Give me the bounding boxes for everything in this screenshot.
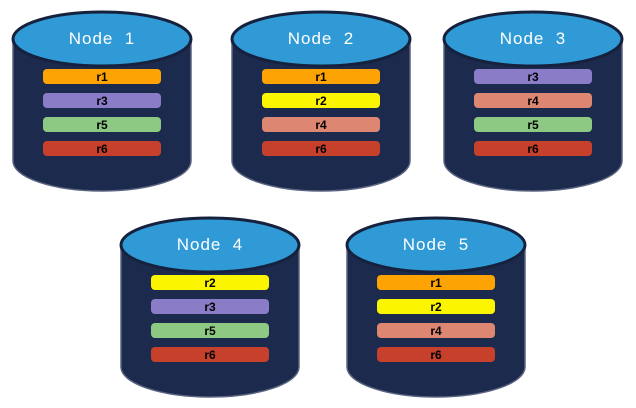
replica-list: r1 r2 r4 r6 [262, 69, 380, 165]
replica-label: r5 [96, 117, 108, 132]
database-node: Node 3 r3 r4 r5 r6 [441, 8, 625, 196]
replica-bar: r3 [474, 69, 592, 84]
replica-bar: r1 [377, 275, 495, 290]
replica-bar: r6 [43, 141, 161, 156]
replica-bar: r4 [262, 117, 380, 132]
replica-bar: r5 [151, 323, 269, 338]
replica-bar: r3 [43, 93, 161, 108]
replica-bar: r6 [151, 347, 269, 362]
replica-bar: r4 [377, 323, 495, 338]
replica-label: r3 [527, 69, 539, 84]
replica-label: r6 [527, 141, 539, 156]
replica-label: r1 [315, 69, 327, 84]
replica-label: r6 [430, 347, 442, 362]
replica-label: r1 [96, 69, 108, 84]
replica-label: r6 [204, 347, 216, 362]
replica-bar: r5 [474, 117, 592, 132]
replica-label: r6 [96, 141, 108, 156]
replica-bar: r6 [377, 347, 495, 362]
replica-bar: r6 [262, 141, 380, 156]
node-title: Node 2 [287, 29, 355, 48]
replica-bar: r2 [151, 275, 269, 290]
replica-bar: r1 [43, 69, 161, 84]
replica-bar: r1 [262, 69, 380, 84]
node-title: Node 1 [68, 29, 136, 48]
replica-bar: r2 [377, 299, 495, 314]
replica-label: r2 [204, 275, 216, 290]
replica-bar: r5 [43, 117, 161, 132]
replica-label: r6 [315, 141, 327, 156]
replica-list: r1 r3 r5 r6 [43, 69, 161, 165]
replica-label: r4 [315, 117, 327, 132]
replica-label: r3 [204, 299, 216, 314]
replica-list: r1 r2 r4 r6 [377, 275, 495, 371]
node-title: Node 5 [402, 235, 470, 254]
replica-label: r2 [430, 299, 442, 314]
database-node: Node 1 r1 r3 r5 r6 [10, 8, 194, 196]
replica-label: r4 [430, 323, 442, 338]
replica-bar: r4 [474, 93, 592, 108]
replica-label: r5 [204, 323, 216, 338]
node-title: Node 4 [176, 235, 244, 254]
replica-list: r3 r4 r5 r6 [474, 69, 592, 165]
database-node: Node 2 r1 r2 r4 r6 [229, 8, 413, 196]
replica-label: r4 [527, 93, 539, 108]
replica-bar: r3 [151, 299, 269, 314]
replica-label: r1 [430, 275, 442, 290]
replica-label: r5 [527, 117, 539, 132]
replica-label: r2 [315, 93, 327, 108]
database-node: Node 4 r2 r3 r5 r6 [118, 214, 302, 402]
replica-label: r3 [96, 93, 108, 108]
database-node: Node 5 r1 r2 r4 r6 [344, 214, 528, 402]
replica-list: r2 r3 r5 r6 [151, 275, 269, 371]
node-title: Node 3 [499, 29, 567, 48]
replica-bar: r2 [262, 93, 380, 108]
replica-bar: r6 [474, 141, 592, 156]
